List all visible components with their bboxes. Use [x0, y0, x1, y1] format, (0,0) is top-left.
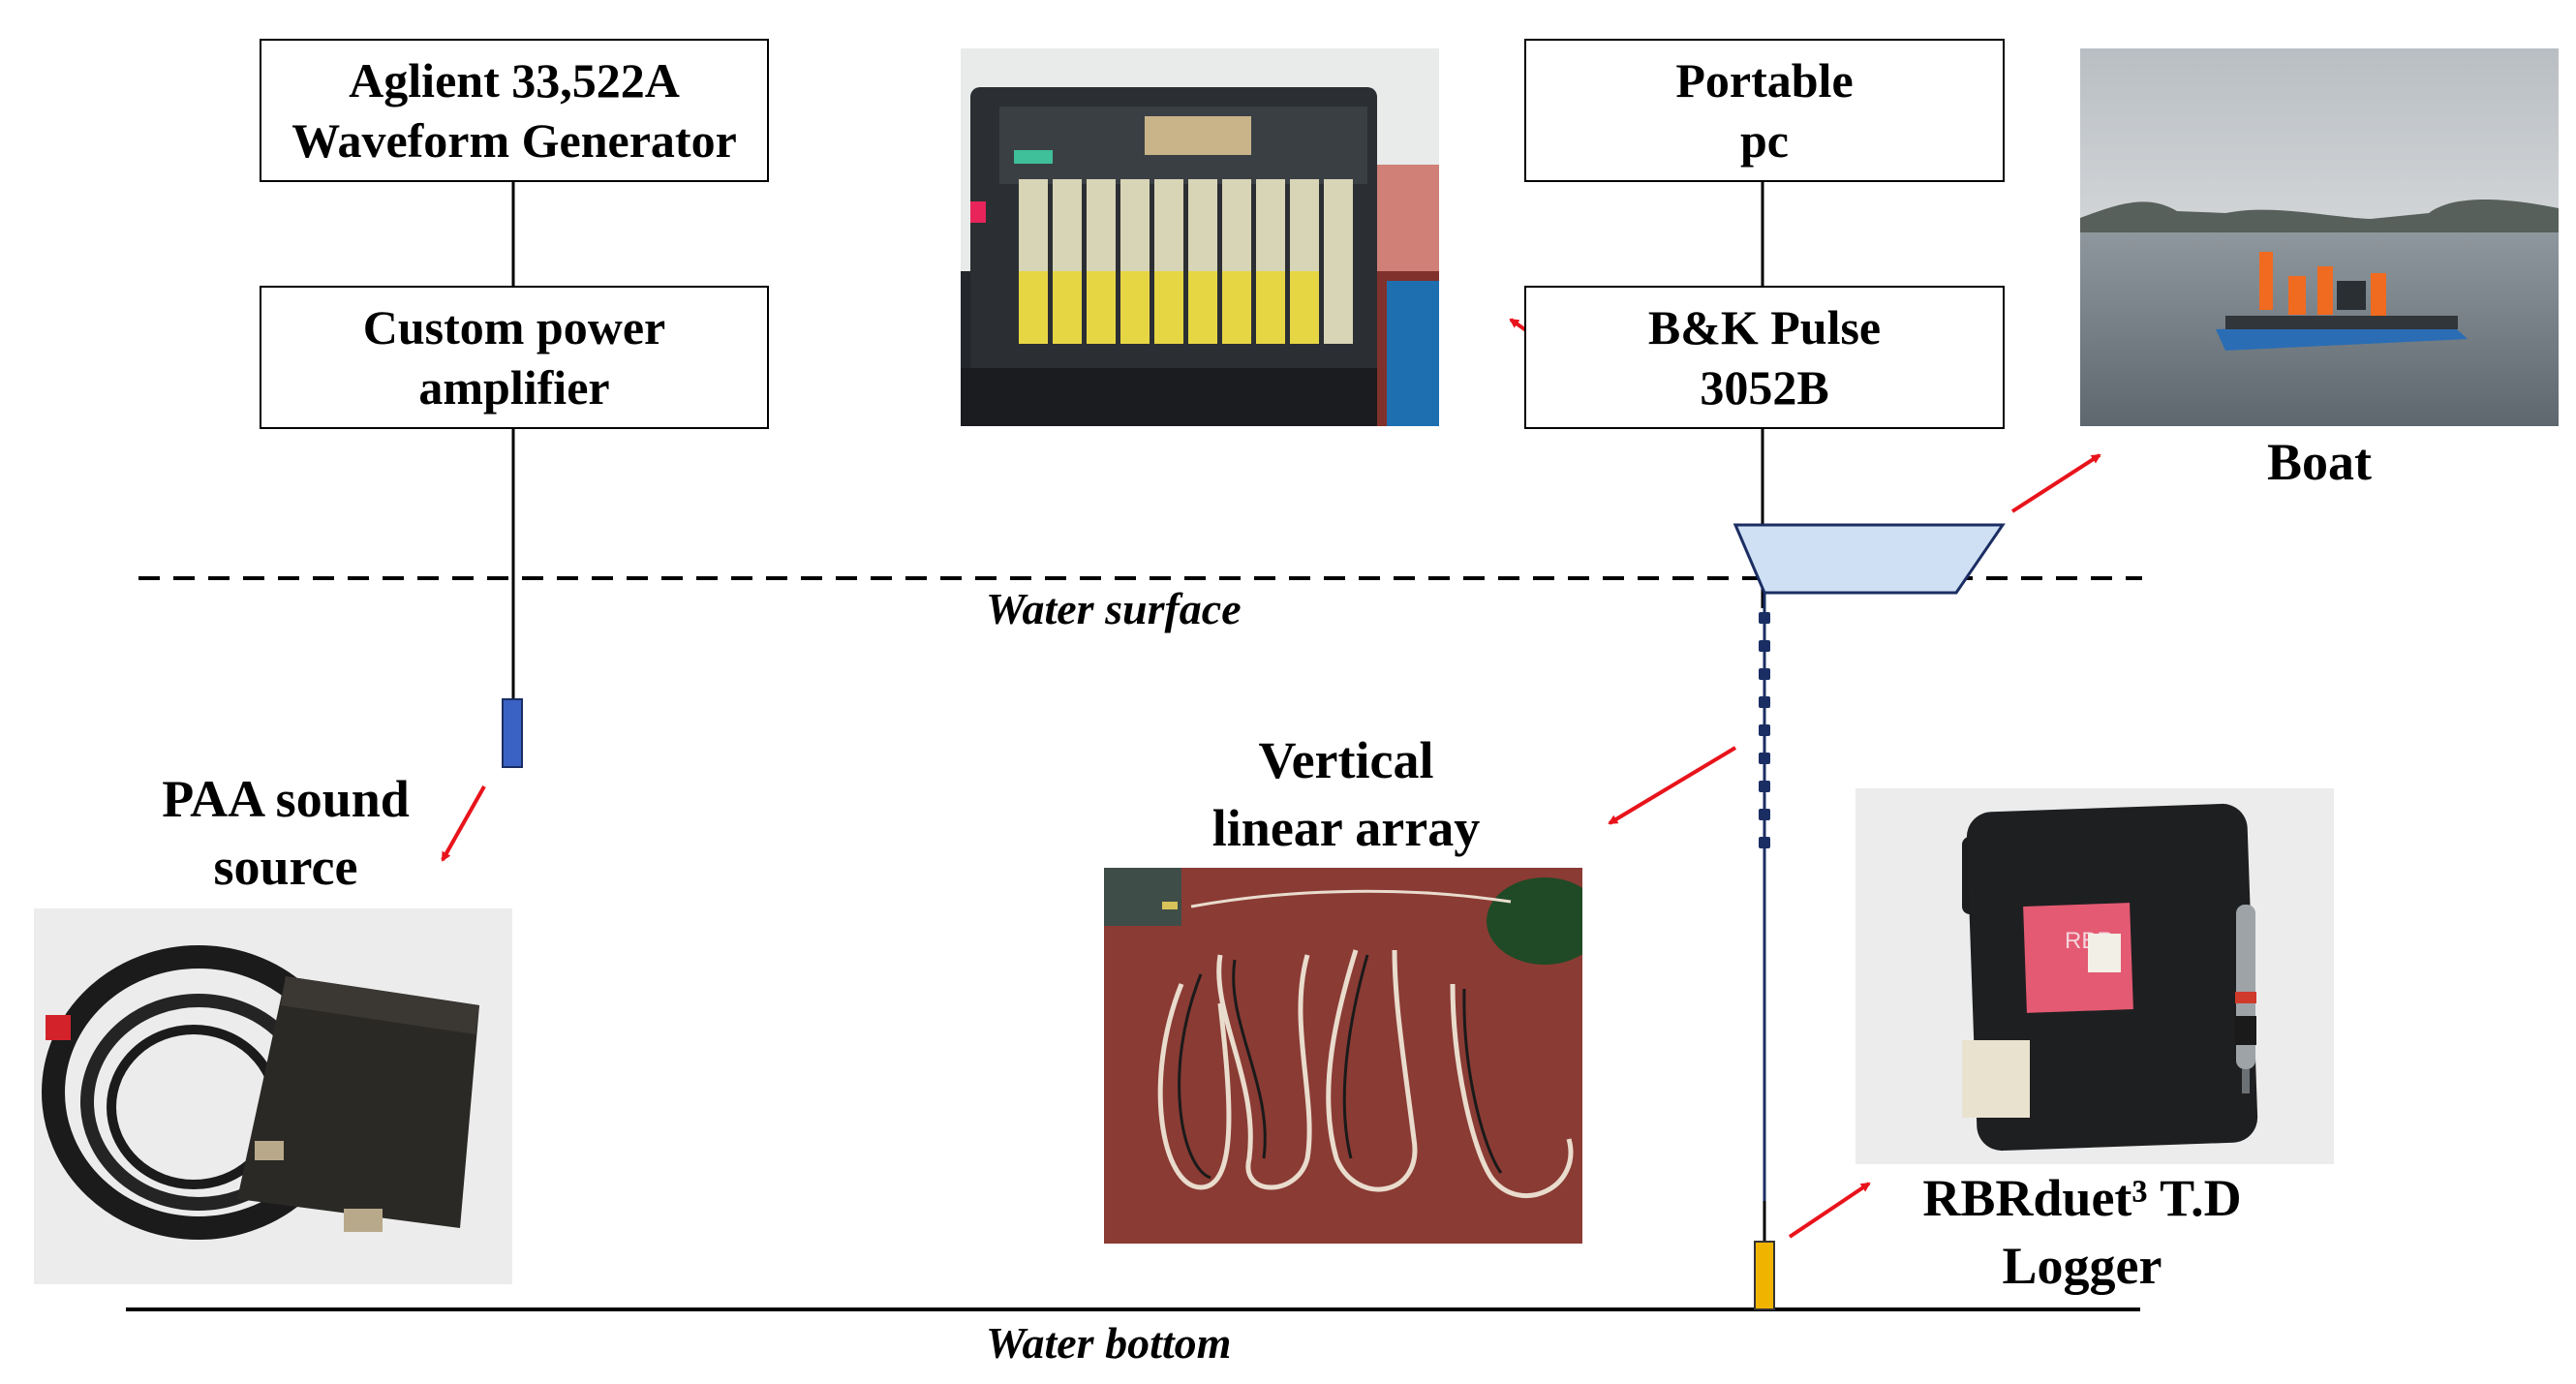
hydrophone: [1759, 724, 1770, 736]
arrow-to-source-photo: [441, 785, 486, 862]
bk-pulse-photo: [961, 48, 1439, 426]
paa-source-block: [502, 698, 523, 768]
generator-line-2: Waveform Generator: [291, 113, 737, 168]
hydrophone: [1759, 809, 1770, 820]
logger-block: [1754, 1241, 1775, 1310]
amplifier-line-2: amplifier: [418, 360, 610, 415]
arrow-to-boat-photo: [2010, 453, 2101, 513]
bk-pulse-line-2: 3052B: [1700, 360, 1829, 415]
vertical-array-photo: [1104, 868, 1582, 1244]
paa-source-line-2: source: [213, 838, 358, 896]
logger-line-1: RBRduet³ T.D: [1922, 1169, 2242, 1227]
pc-line-2: pc: [1740, 113, 1789, 168]
hydrophone: [1759, 612, 1770, 624]
pc-line-1: Portable: [1675, 53, 1854, 108]
vertical-array-line-2: linear array: [1211, 799, 1481, 857]
bk-pulse-box: B&K Pulse 3052B: [1524, 286, 2005, 429]
arrow-to-logger-photo: [1788, 1182, 1871, 1239]
generator-box: Aglient 33,522A Waveform Generator: [260, 39, 769, 182]
hydrophone: [1759, 781, 1770, 792]
vertical-array-label: Vertical linear array: [1191, 726, 1501, 862]
water-surface-label: Water surface: [986, 584, 1242, 633]
hydrophone: [1759, 640, 1770, 652]
logger-label: RBRduet³ T.D Logger: [1888, 1164, 2276, 1300]
hydrophone: [1759, 668, 1770, 680]
hydrophone: [1759, 837, 1770, 848]
paa-source-photo: [34, 908, 512, 1284]
logger-photo: RBR: [1855, 788, 2334, 1164]
paa-source-label: PAA sound source: [136, 765, 436, 901]
hydrophone: [1759, 696, 1770, 708]
hydrophone-elements: [1759, 612, 1770, 848]
bk-pulse-line-1: B&K Pulse: [1647, 300, 1882, 354]
water-bottom-label: Water bottom: [986, 1318, 1232, 1368]
hydrophone: [1759, 753, 1770, 764]
generator-line-1: Aglient 33,522A: [349, 53, 680, 108]
amplifier-box: Custom power amplifier: [260, 286, 769, 429]
boat-shape: [1733, 523, 2006, 595]
amplifier-line-1: Custom power: [362, 300, 666, 354]
logger-line-2: Logger: [2002, 1237, 2162, 1295]
boat-label: Boat: [2267, 433, 2372, 491]
paa-source-line-1: PAA sound: [162, 770, 410, 828]
boat-photo: [2080, 48, 2559, 426]
arrow-to-array-photo: [1608, 746, 1737, 825]
pc-box: Portable pc: [1524, 39, 2005, 182]
vertical-array-line-1: Vertical: [1258, 731, 1434, 789]
